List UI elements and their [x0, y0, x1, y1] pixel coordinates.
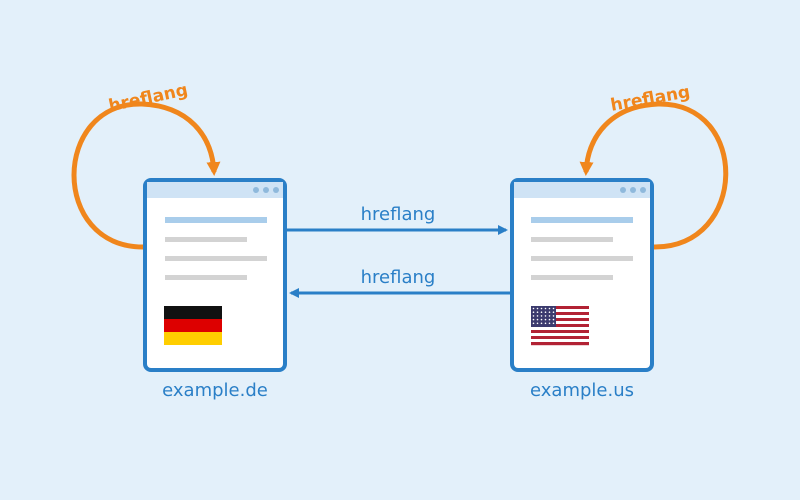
page-window-us	[510, 178, 654, 372]
flag-star	[548, 307, 551, 310]
page-titlebar-de	[147, 182, 283, 198]
flag-star	[544, 315, 547, 317]
flag-star	[552, 311, 555, 314]
flag-star	[552, 315, 555, 317]
page-titlebar-us	[514, 182, 650, 198]
content-line	[165, 237, 247, 242]
flag-star	[540, 315, 543, 317]
flag-stripe	[531, 321, 589, 325]
flag-star	[536, 307, 539, 310]
flag-star	[548, 318, 551, 321]
window-dot-icon	[263, 187, 269, 193]
window-dot-icon	[620, 187, 626, 193]
domain-label-de: example.de	[162, 380, 268, 401]
flag-star	[540, 318, 543, 321]
flag-star	[544, 307, 547, 310]
flag-stripe	[531, 327, 589, 331]
self-link-right-arc	[579, 101, 729, 250]
flag-stripe	[531, 336, 589, 340]
flag-star	[536, 322, 539, 325]
flag-stripe	[531, 315, 589, 319]
flag-star	[552, 318, 555, 321]
content-line	[165, 256, 267, 261]
flag-stripe	[531, 342, 589, 346]
flag-star	[532, 315, 535, 317]
content-line	[531, 275, 613, 280]
content-line-heading	[165, 217, 267, 223]
link-top-label: hreflang	[361, 204, 436, 225]
flag-star	[532, 311, 535, 314]
flag-star	[532, 318, 535, 321]
flag-star	[540, 311, 543, 314]
domain-label-us: example.us	[530, 380, 634, 401]
window-dot-icon	[273, 187, 279, 193]
flag-star	[548, 311, 551, 314]
flag-stripe	[531, 333, 589, 337]
self-link-left-arc	[71, 101, 221, 250]
flag-star	[552, 322, 555, 325]
page-window-de	[143, 178, 287, 372]
flag-star	[544, 318, 547, 321]
content-line	[165, 275, 247, 280]
flag-stripe	[531, 330, 589, 334]
flag-stripe	[531, 318, 589, 322]
flag-star	[548, 322, 551, 325]
flag-star	[536, 311, 539, 314]
window-dot-icon	[253, 187, 259, 193]
link-us-to-de: hreflang	[289, 267, 510, 298]
flag-canton	[531, 306, 556, 327]
link-bottom-label: hreflang	[361, 267, 436, 288]
flag-star	[532, 322, 535, 325]
flag-star	[532, 307, 535, 310]
link-de-to-us: hreflang	[287, 204, 508, 235]
flag-stripe	[531, 309, 589, 313]
flag-star	[548, 315, 551, 317]
flag-stripe	[531, 312, 589, 316]
flag-star	[544, 322, 547, 325]
content-line	[531, 237, 613, 242]
flag-stripe	[531, 324, 589, 328]
flag-stripe	[531, 339, 589, 343]
flag-star	[536, 318, 539, 321]
flag-star	[544, 311, 547, 314]
window-dot-icon	[630, 187, 636, 193]
flag-star	[540, 322, 543, 325]
flag-star	[536, 315, 539, 317]
content-line-heading	[531, 217, 633, 223]
window-dot-icon	[640, 187, 646, 193]
content-line	[531, 256, 633, 261]
germany-flag-icon	[164, 306, 222, 345]
flag-star	[552, 307, 555, 310]
usa-flag-icon	[531, 306, 589, 346]
flag-stripe	[531, 306, 589, 310]
self-link-right-label: hreflang	[609, 82, 692, 116]
flag-star	[540, 307, 543, 310]
